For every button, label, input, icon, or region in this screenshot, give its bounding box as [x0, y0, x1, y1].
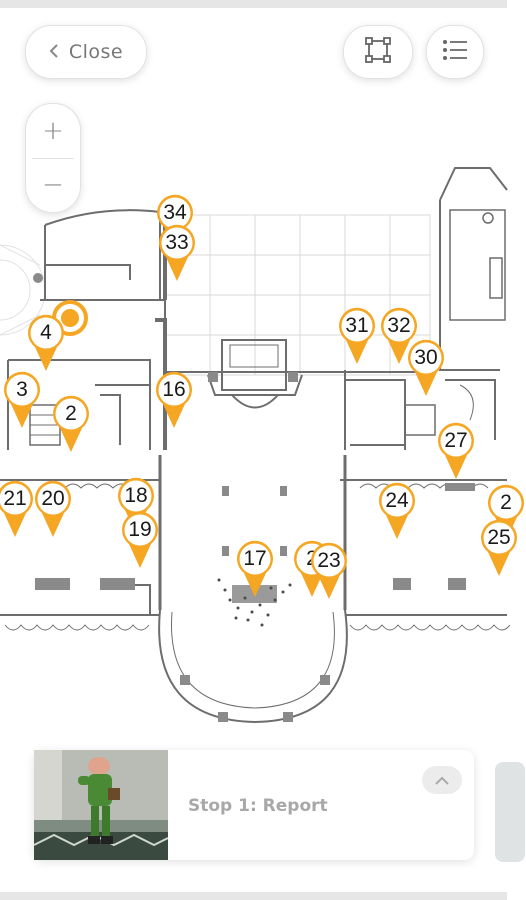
map-pin[interactable]: 19: [120, 510, 160, 570]
pin-marker-icon: [408, 339, 444, 396]
pin-marker-icon: [4, 371, 41, 428]
close-button[interactable]: Close: [25, 25, 147, 79]
fit-bounds-button[interactable]: [343, 25, 413, 79]
stop-title: Stop 1: Report: [188, 796, 328, 816]
stop-thumbnail: [33, 750, 169, 860]
pin-marker-icon: [122, 511, 158, 568]
zoom-divider: [32, 157, 74, 159]
pin-marker-icon: [159, 224, 195, 281]
fit-bounds-icon: [365, 37, 391, 67]
pin-label: 18: [124, 484, 148, 507]
map-pin[interactable]: 18: [116, 476, 156, 536]
pin-label: 3: [16, 378, 28, 401]
pin-label: 25: [487, 526, 511, 549]
pin-marker-icon: [237, 540, 273, 597]
pin-label: 30: [414, 346, 438, 369]
map-pin[interactable]: 3: [2, 370, 42, 430]
stop-card[interactable]: Stop 1: Report: [33, 750, 474, 860]
chevron-left-icon: [49, 40, 59, 64]
map-pin[interactable]: 4: [26, 313, 66, 373]
pin-label: 23: [317, 549, 341, 572]
pin-label: 20: [41, 487, 65, 510]
pin-label: 31: [345, 314, 369, 337]
map-pin[interactable]: 23: [309, 541, 349, 601]
list-icon: [442, 39, 468, 65]
map-pin[interactable]: 27: [436, 421, 476, 481]
map-pin[interactable]: 34: [155, 193, 195, 253]
pin-marker-icon: [339, 307, 375, 364]
pin-marker-icon: [379, 482, 415, 539]
map-pin[interactable]: 33: [157, 223, 197, 283]
pin-label: 24: [385, 489, 409, 512]
map-pin[interactable]: 20: [33, 479, 73, 539]
pin-label: 2: [500, 491, 512, 514]
pin-marker-icon: [438, 422, 474, 479]
map-pin[interactable]: 30: [406, 338, 446, 398]
map-pin[interactable]: 24: [377, 481, 417, 541]
pin-label: 19: [128, 518, 152, 541]
zoom-in-button[interactable]: +: [42, 115, 64, 146]
pin-label: 27: [444, 429, 468, 452]
pin-label: 21: [3, 487, 27, 510]
expand-card-button[interactable]: [422, 766, 462, 794]
pin-marker-icon: [481, 519, 517, 576]
pin-label: 33: [165, 231, 189, 254]
map-pin[interactable]: 17: [235, 539, 275, 599]
pin-marker-icon: [35, 480, 71, 537]
pin-label: 34: [163, 201, 187, 224]
pin-marker-icon: [28, 314, 64, 371]
map-pin[interactable]: 21: [0, 479, 35, 539]
map-pin[interactable]: 16: [154, 370, 194, 430]
pin-label: 16: [162, 378, 186, 401]
chevron-up-icon: [434, 771, 450, 790]
floor-plan-map[interactable]: [0, 0, 511, 900]
next-stop-card-peek[interactable]: [495, 762, 525, 862]
pin-marker-icon: [156, 371, 192, 428]
pin-marker-icon: [53, 395, 89, 452]
pin-label: 17: [243, 547, 267, 570]
pin-marker-icon: [381, 307, 417, 364]
pin-marker-icon: [0, 480, 33, 537]
close-label: Close: [68, 41, 124, 63]
pin-label: 2: [65, 402, 77, 425]
pin-marker-icon: [311, 542, 347, 599]
zoom-out-button[interactable]: −: [42, 170, 64, 201]
zoom-control: + −: [25, 103, 81, 213]
map-pin[interactable]: 31: [337, 306, 377, 366]
map-pin[interactable]: 25: [479, 518, 519, 578]
pin-label: 4: [40, 321, 52, 344]
top-edge: [0, 0, 507, 8]
list-button[interactable]: [426, 25, 484, 79]
pin-label: 32: [387, 314, 411, 337]
map-pin[interactable]: 2: [51, 394, 91, 454]
map-pin[interactable]: 32: [379, 306, 419, 366]
bottom-edge: [0, 892, 507, 900]
